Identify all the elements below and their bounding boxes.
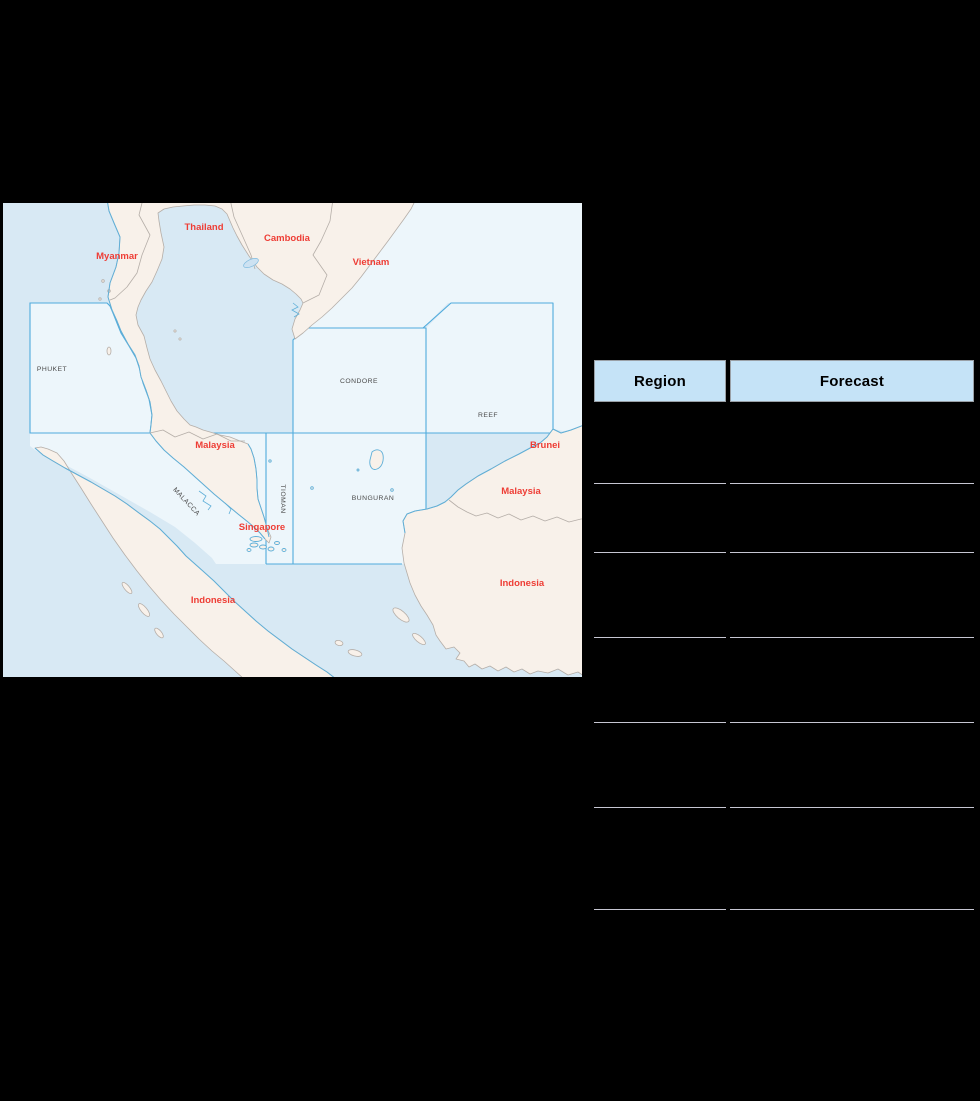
islet — [356, 468, 360, 472]
label-myanmar: Myanmar — [96, 251, 138, 262]
label-malaysia-peninsula: Malaysia — [195, 440, 235, 451]
row-cell-forecast — [730, 723, 974, 808]
table-row — [594, 638, 974, 723]
table-row — [594, 484, 974, 553]
label-malaysia-borneo: Malaysia — [501, 486, 541, 497]
label-thailand: Thailand — [184, 222, 223, 233]
map-svg: PHUKET MALACCA TIOMAN CONDORE BUNGURAN R… — [29, 203, 582, 677]
border-malaysia-thailand — [149, 429, 245, 442]
label-phuket: PHUKET — [37, 366, 67, 373]
row-cell-forecast — [730, 484, 974, 553]
islands-blue — [246, 449, 394, 552]
lake-tonle-sap — [243, 258, 259, 268]
forecast-table-header: Region Forecast — [594, 360, 974, 402]
row-cell-region — [594, 808, 726, 910]
row-cell-forecast — [730, 553, 974, 638]
label-reef: REEF — [478, 412, 498, 419]
table-row — [594, 808, 974, 910]
region-northeast-pale-area — [295, 203, 582, 431]
forecast-table: Region Forecast — [594, 360, 974, 910]
header-cell-region: Region — [594, 360, 726, 402]
label-condore: CONDORE — [340, 378, 378, 385]
region-reef-area — [426, 303, 553, 433]
table-row — [594, 402, 974, 484]
header-cell-forecast: Forecast — [730, 360, 974, 402]
islet — [268, 459, 272, 463]
islands-gulf — [173, 329, 182, 341]
row-cell-forecast — [730, 808, 974, 910]
label-indonesia-borneo: Indonesia — [500, 578, 545, 589]
table-row — [594, 553, 974, 638]
island-natuna — [369, 449, 384, 470]
header-gap — [726, 360, 730, 402]
islands-myanmar-coast — [98, 279, 112, 356]
row-cell-forecast — [730, 402, 974, 484]
landmasses — [34, 203, 582, 677]
label-brunei: Brunei — [530, 440, 560, 451]
islands-west-sumatra — [121, 582, 164, 639]
row-cell-region — [594, 553, 726, 638]
river-mekong-delta — [291, 302, 300, 318]
region-condore-area — [293, 328, 426, 433]
map-southeast-asia: PHUKET MALACCA TIOMAN CONDORE BUNGURAN R… — [3, 203, 582, 677]
table-row — [594, 723, 974, 808]
border-myanmar-thailand — [109, 203, 151, 301]
islands-bangka — [334, 607, 426, 657]
islet — [390, 488, 394, 492]
label-cambodia: Cambodia — [264, 233, 311, 244]
border-borneo-malaysia-indonesia — [448, 499, 582, 523]
water-features — [198, 258, 300, 515]
islet — [310, 486, 314, 490]
label-bunguran: BUNGURAN — [352, 495, 395, 502]
islands-singapore-riau — [246, 536, 287, 552]
river-malacca — [198, 490, 212, 511]
landmass-borneo — [401, 425, 582, 676]
row-cell-region — [594, 402, 726, 484]
label-singapore: Singapore — [239, 522, 285, 533]
row-cell-region — [594, 638, 726, 723]
row-cell-region — [594, 723, 726, 808]
label-tioman: TIOMAN — [279, 484, 286, 513]
row-cell-region — [594, 484, 726, 553]
border-cambodia-vietnam — [302, 203, 333, 304]
river-johor — [224, 502, 232, 515]
row-cell-forecast — [730, 638, 974, 723]
label-indonesia-sumatra: Indonesia — [191, 595, 236, 606]
coastlines-blue — [34, 203, 582, 677]
label-vietnam: Vietnam — [353, 257, 390, 268]
country-labels: Thailand Cambodia Vietnam Myanmar Malays… — [96, 222, 560, 606]
